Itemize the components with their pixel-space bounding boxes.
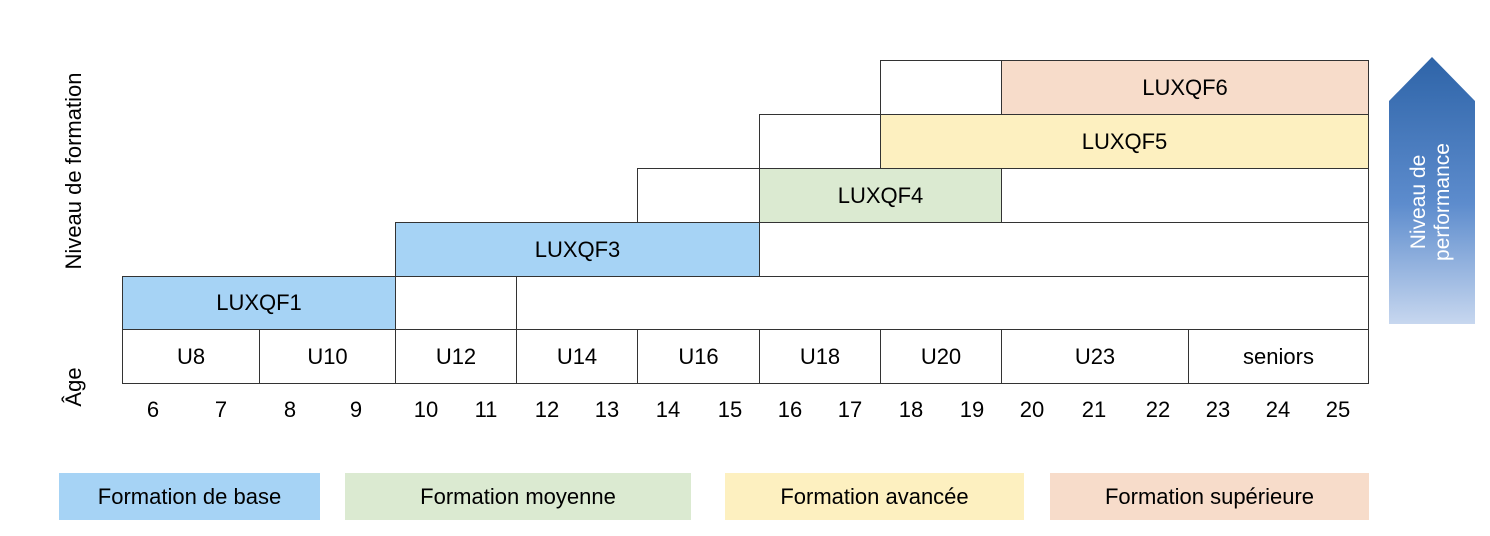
age-number: 20 <box>1019 397 1045 422</box>
empty-cell <box>759 114 881 169</box>
category-cell: U10 <box>259 329 396 384</box>
empty-cell <box>395 276 517 330</box>
category-cell: U14 <box>516 329 638 384</box>
legend-item-base: Formation de base <box>59 473 320 520</box>
category-cell: U23 <box>1001 329 1189 384</box>
age-number: 18 <box>898 397 924 422</box>
age-number: 14 <box>655 397 681 422</box>
age-number: 9 <box>349 397 363 422</box>
empty-cell <box>637 168 760 223</box>
age-number: 25 <box>1325 397 1351 422</box>
arrow-label-line1: Niveau de <box>1407 154 1430 250</box>
age-number: 10 <box>413 397 439 422</box>
age-number: 6 <box>146 397 160 422</box>
legend-item-superieure: Formation supérieure <box>1050 473 1369 520</box>
age-axis-label: Âge <box>61 367 86 407</box>
empty-cell <box>759 222 1369 277</box>
age-number: 7 <box>214 397 228 422</box>
age-number: 16 <box>777 397 803 422</box>
empty-cell <box>1001 168 1369 223</box>
category-cell: U20 <box>880 329 1002 384</box>
empty-cell <box>880 60 1002 115</box>
category-cell: U12 <box>395 329 517 384</box>
age-number: 19 <box>959 397 985 422</box>
category-cell: U18 <box>759 329 881 384</box>
level-luxqf4: LUXQF4 <box>759 168 1002 223</box>
level-axis-label: Niveau de formation <box>61 72 86 270</box>
arrow-up-icon <box>1389 57 1475 324</box>
category-cell: U16 <box>637 329 760 384</box>
legend-item-avancee: Formation avancée <box>725 473 1024 520</box>
age-number: 24 <box>1265 397 1291 422</box>
level-luxqf1: LUXQF1 <box>122 276 396 330</box>
age-number: 11 <box>474 397 498 422</box>
age-number: 8 <box>283 397 297 422</box>
level-luxqf5: LUXQF5 <box>880 114 1369 169</box>
arrow-label: Niveau de performance <box>1407 137 1457 267</box>
age-number: 17 <box>837 397 863 422</box>
age-number: 12 <box>534 397 560 422</box>
performance-arrow: Niveau de performance <box>1389 57 1475 324</box>
level-luxqf3: LUXQF3 <box>395 222 760 277</box>
arrow-label-line2: performance <box>1431 143 1454 261</box>
category-cell: U8 <box>122 329 260 384</box>
age-number: 23 <box>1205 397 1231 422</box>
legend-item-moyenne: Formation moyenne <box>345 473 691 520</box>
level-luxqf6: LUXQF6 <box>1001 60 1369 115</box>
category-cell: seniors <box>1188 329 1369 384</box>
age-number: 22 <box>1145 397 1171 422</box>
age-number: 13 <box>594 397 620 422</box>
age-number: 15 <box>717 397 743 422</box>
age-number: 21 <box>1081 397 1107 422</box>
empty-cell <box>516 276 1369 330</box>
